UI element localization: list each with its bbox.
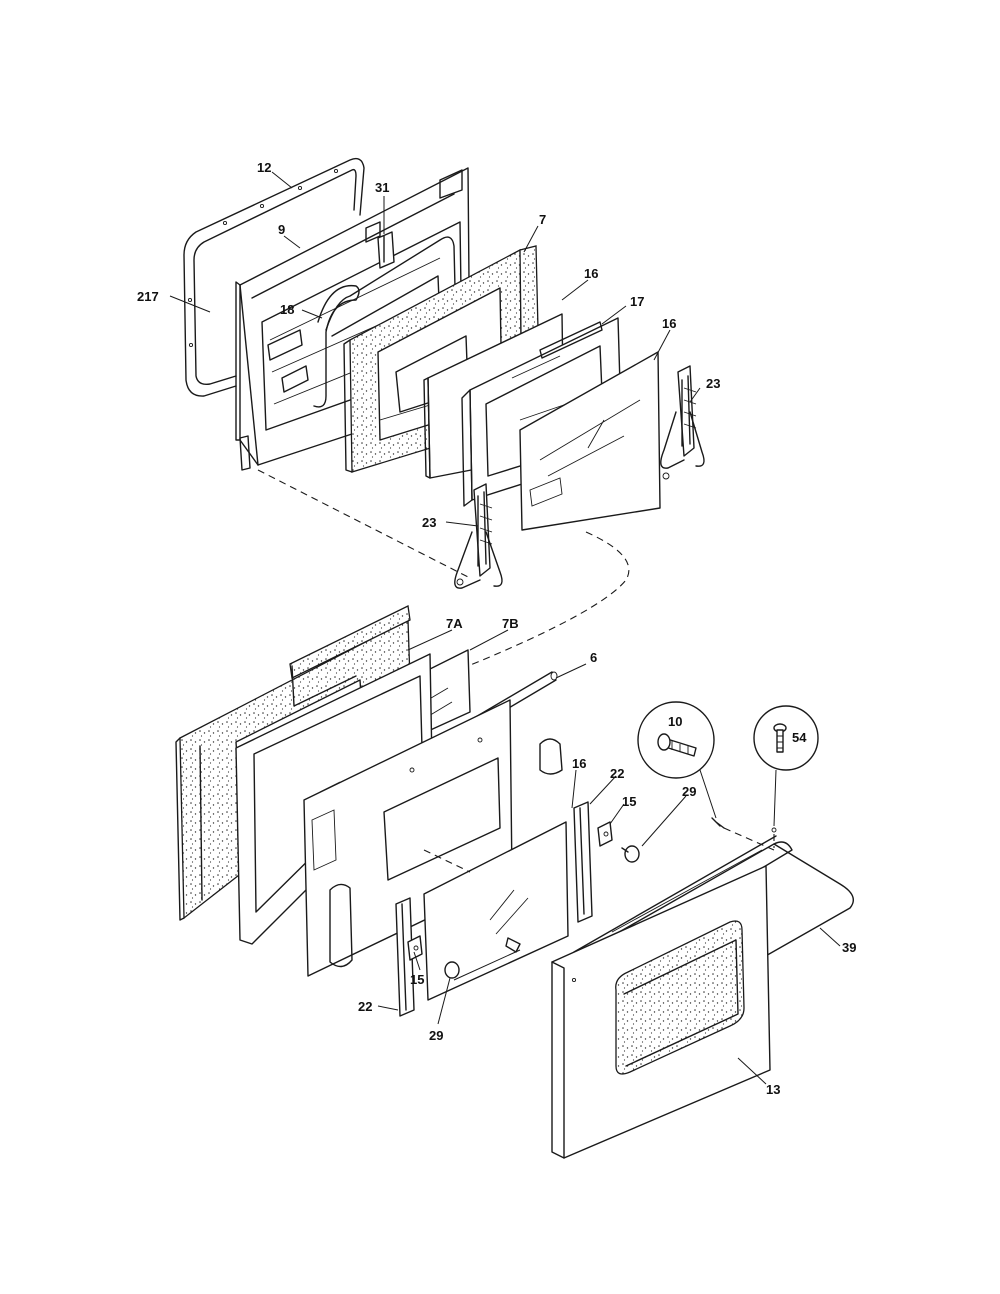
callout-15a: 15 (622, 794, 636, 809)
clip-15-right (597, 821, 613, 847)
bracket-22-right (573, 801, 593, 923)
bolt-10-detail (637, 701, 775, 851)
callout-29a: 29 (682, 784, 696, 799)
glass-panel-16b (519, 351, 661, 531)
door-gasket (183, 157, 365, 397)
callout-10: 10 (668, 714, 682, 729)
bolt-54-detail (753, 705, 819, 848)
callout-18: 18 (280, 302, 294, 317)
assembly-dash-curve (467, 531, 630, 667)
callout-29b: 29 (429, 1028, 443, 1043)
callout-23a: 23 (706, 376, 720, 391)
clip-15-left (407, 935, 423, 961)
callout-54: 54 (792, 730, 807, 745)
callout-39: 39 (842, 940, 856, 955)
callout-7b: 7B (502, 616, 519, 631)
callout-31: 31 (375, 180, 389, 195)
washer-29-left (444, 961, 460, 979)
callout-16a: 16 (584, 266, 598, 281)
lower-glass-16c (423, 821, 569, 1001)
hinge-23-left (454, 483, 503, 589)
screw-line-lower (453, 949, 521, 981)
screw-lower (505, 937, 521, 953)
callout-23b: 23 (422, 515, 436, 530)
callout-12: 12 (257, 160, 271, 175)
assembly-dash-upper (257, 469, 471, 579)
bracket-31 (377, 231, 395, 269)
leader-lines (169, 171, 841, 1085)
hinge-23-right (660, 365, 705, 480)
callout-16b: 16 (662, 316, 676, 331)
washer-29-right (621, 845, 640, 863)
bracket-22-left (395, 897, 415, 1017)
callout-22a: 22 (610, 766, 624, 781)
callout-17: 17 (630, 294, 644, 309)
callout-13: 13 (766, 1082, 780, 1097)
callout-7: 7 (539, 212, 546, 227)
callout-22b: 22 (358, 999, 372, 1014)
callout-15b: 15 (410, 972, 424, 987)
callout-9: 9 (278, 222, 285, 237)
callout-labels: 12 31 9 7 217 16 18 17 16 23 23 7A 7B 6 … (137, 160, 856, 1097)
callout-7a: 7A (446, 616, 463, 631)
callout-16c: 16 (572, 756, 586, 771)
callout-217: 217 (137, 289, 159, 304)
callout-6: 6 (590, 650, 597, 665)
outer-door-panel-13 (551, 865, 771, 1159)
